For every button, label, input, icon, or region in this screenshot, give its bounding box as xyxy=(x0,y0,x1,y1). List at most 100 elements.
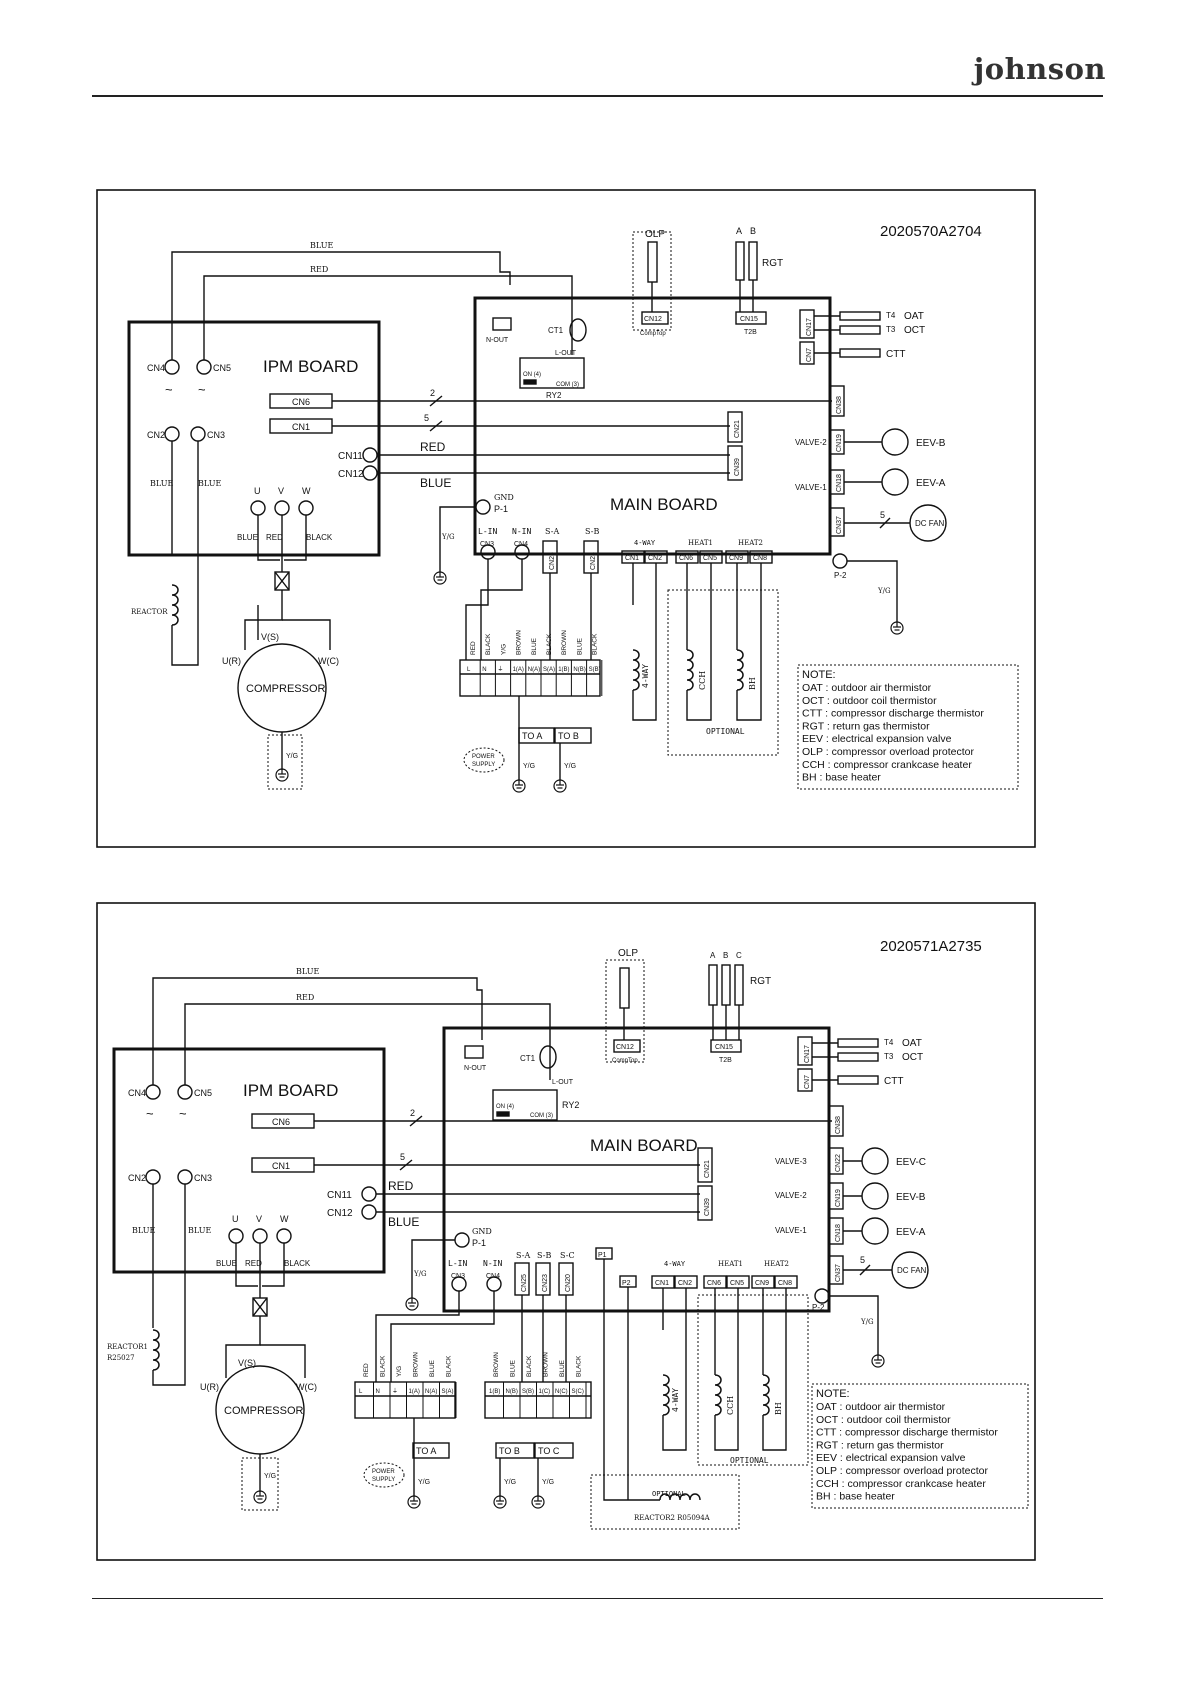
heat1-label-2: HEAT1 xyxy=(718,1260,743,1268)
nin-label: N-IN xyxy=(512,527,531,536)
terminal-mark: S(A) xyxy=(442,1389,454,1395)
cn5-conn-2: CN5 xyxy=(730,1280,744,1287)
lin-label: L-IN xyxy=(478,527,497,536)
to-a: TO A xyxy=(522,731,542,741)
wire-count-2b: 2 xyxy=(410,1108,415,1118)
eeva-label-2: EEV-A xyxy=(896,1227,926,1238)
ipm-blue-2b: BLUE xyxy=(188,1226,211,1235)
cn2-conn-2: CN2 xyxy=(678,1280,692,1287)
terminal-wire-label: BLACK xyxy=(526,1355,533,1377)
r25027-label: R25027 xyxy=(107,1354,135,1362)
optional-label-2: OPTIONAL xyxy=(730,1456,769,1465)
t3-label-2: T3 xyxy=(884,1052,894,1061)
wc-label: W(C) xyxy=(318,656,339,666)
p1-terminal: P1 xyxy=(598,1252,607,1259)
diagram-1-frame xyxy=(96,189,1036,848)
cn37-label: CN37 xyxy=(836,516,843,534)
compressor-label-2: COMPRESSOR xyxy=(224,1405,304,1417)
cn15-conn-2: CN15 xyxy=(715,1044,733,1051)
cn8-conn-2: CN8 xyxy=(778,1280,792,1287)
compressor-label: COMPRESSOR xyxy=(246,683,326,695)
note-line: OAT : outdoor air thermistor xyxy=(802,682,932,694)
note-line: OLP : compressor overload protector xyxy=(802,746,974,758)
rgt-c-2: C xyxy=(736,951,742,960)
wire-red-label: RED xyxy=(310,265,328,274)
olp-label-2: OLP xyxy=(618,948,638,959)
terminal-wire-label: BROWN xyxy=(493,1352,500,1377)
terminal-wire-label: BLACK xyxy=(380,1355,387,1377)
wire-red2: RED xyxy=(420,440,446,454)
cn21-label: CN21 xyxy=(734,420,741,438)
terminal-mark: L xyxy=(359,1389,363,1395)
on4-label-2: ON (4) xyxy=(496,1104,514,1110)
terminal-mark: N xyxy=(376,1389,380,1395)
bh-label: BH xyxy=(748,677,757,690)
fan-yg: Y/G xyxy=(877,587,891,595)
cn4-conn-2: CN4 xyxy=(486,1273,500,1280)
footer-rule xyxy=(92,1598,1103,1599)
ur-label-2: U(R) xyxy=(200,1382,219,1392)
terminal-mark: 1(C) xyxy=(539,1389,551,1395)
cn4-label-2: CN4 xyxy=(128,1088,146,1098)
sb-label-2: S-B xyxy=(537,1251,551,1260)
t4-label-2: T4 xyxy=(884,1038,894,1047)
gnd-label: GND xyxy=(494,493,514,502)
rgt-b: B xyxy=(750,226,756,236)
u-label: U xyxy=(254,486,261,496)
ry2-label-2: RY2 xyxy=(562,1100,579,1110)
lin-label-2: L-IN xyxy=(448,1259,467,1268)
cn11-label: CN11 xyxy=(338,451,363,462)
sc-label-2: S-C xyxy=(560,1251,575,1260)
optional-label-3: OPTIONAL xyxy=(652,1490,686,1498)
cn12-conn: CN12 xyxy=(644,316,662,323)
ipm-blue-label-2: BLUE xyxy=(198,479,221,488)
sc-yg-2: Y/G xyxy=(542,1479,554,1486)
cn2-label: CN2 xyxy=(147,430,165,440)
note-line: BH : base heater xyxy=(816,1491,895,1503)
cn15-conn: CN15 xyxy=(740,316,758,323)
lout-label: L-OUT xyxy=(555,350,577,357)
terminal-mark: L xyxy=(467,667,471,673)
optional-label: OPTIONAL xyxy=(706,727,745,736)
svg-text:~: ~ xyxy=(179,1106,187,1121)
reactor2-label: REACTOR2 R05094A xyxy=(634,1514,711,1522)
cn19-label-2: CN19 xyxy=(835,1189,842,1207)
cn3-conn: CN3 xyxy=(480,541,494,548)
sb-label: S-B xyxy=(585,527,599,536)
lout-label-2: L-OUT xyxy=(552,1079,574,1086)
heat2-label-2: HEAT2 xyxy=(764,1260,789,1268)
vs-label: V(S) xyxy=(261,632,279,642)
nin-label-2: N-IN xyxy=(483,1259,502,1268)
comptop-label-2: CompTop xyxy=(612,1058,638,1064)
valve1-label-2: VALVE-1 xyxy=(775,1226,807,1235)
ry2-label: RY2 xyxy=(546,391,562,400)
valve2-label-2: VALVE-2 xyxy=(775,1191,807,1200)
com3-label-2: COM (3) xyxy=(530,1113,553,1119)
terminal-mark: 1(A) xyxy=(513,667,524,673)
note-line: RGT : return gas thermistor xyxy=(802,720,930,732)
ipm-cn6: CN6 xyxy=(292,397,310,407)
ipm-blue-label: BLUE xyxy=(150,479,173,488)
main-board-2 xyxy=(442,1026,831,1313)
header-rule xyxy=(92,95,1103,97)
terminal-wire-label: BROWN xyxy=(516,630,523,655)
wire-red-2: RED xyxy=(296,993,314,1002)
cn23-conn: CN23 xyxy=(590,552,597,570)
cn21-label-2: CN21 xyxy=(704,1160,711,1178)
terminal-wire-label: BLUE xyxy=(531,637,538,655)
terminal-wire-label: BROWN xyxy=(543,1352,550,1377)
note-line: CTT : compressor discharge thermistor xyxy=(816,1427,998,1439)
terminal-mark: S(B) xyxy=(589,667,601,673)
diagram-2: 2020571A2735 IPM BOARD CN4 CN5 ~~ CN2 CN… xyxy=(96,902,1036,1561)
heat2-label: HEAT2 xyxy=(738,539,763,547)
ipm-board xyxy=(127,320,381,557)
note-line: CCH : compressor crankcase heater xyxy=(816,1478,986,1490)
wire-blue-label: BLUE xyxy=(310,241,333,250)
svg-text:~: ~ xyxy=(198,382,206,397)
fourway-label: 4-WAY xyxy=(641,664,650,688)
rgt-label: RGT xyxy=(762,258,783,269)
note-line: OAT : outdoor air thermistor xyxy=(816,1401,946,1413)
terminal-mark: 1(B) xyxy=(558,667,569,673)
ctt-label-2: CTT xyxy=(884,1076,903,1087)
